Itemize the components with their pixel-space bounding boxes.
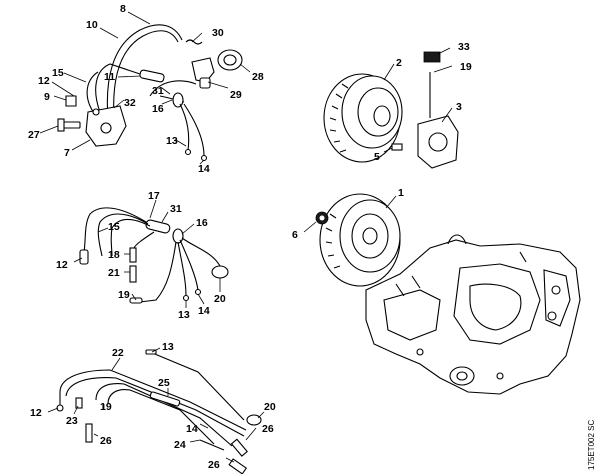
callout-8: 8 xyxy=(120,3,126,15)
callout-30: 30 xyxy=(212,27,224,39)
callout-26: 26 xyxy=(100,435,112,447)
callout-22: 22 xyxy=(112,347,124,359)
callout-16: 16 xyxy=(196,217,208,229)
callout-16: 16 xyxy=(152,103,164,115)
callout-12: 12 xyxy=(38,75,50,87)
callout-3: 3 xyxy=(456,101,462,113)
callout-6: 6 xyxy=(292,229,298,241)
callout-13: 13 xyxy=(178,309,190,321)
callout-9: 9 xyxy=(44,91,50,103)
callout-7: 7 xyxy=(64,147,70,159)
callout-19: 19 xyxy=(460,61,472,73)
callout-20: 20 xyxy=(214,293,226,305)
callout-5: 5 xyxy=(374,151,380,163)
callout-21: 21 xyxy=(108,267,120,279)
callout-29: 29 xyxy=(230,89,242,101)
callout-28: 28 xyxy=(252,71,264,83)
callout-27: 27 xyxy=(28,129,40,141)
group2-callouts: 33 2 19 3 5 1 6 xyxy=(292,41,472,241)
callout-24: 24 xyxy=(174,439,186,451)
callout-25: 25 xyxy=(158,377,170,389)
callout-31: 31 xyxy=(152,85,164,97)
crankcase-illustration xyxy=(365,234,581,395)
callout-14: 14 xyxy=(198,163,210,175)
callout-26: 26 xyxy=(208,459,220,471)
callout-19: 19 xyxy=(118,289,130,301)
callout-13: 13 xyxy=(162,341,174,353)
flywheel-assembly xyxy=(315,51,459,287)
ignition-module-assembly xyxy=(57,24,243,162)
callout-2: 2 xyxy=(396,57,402,69)
group4-callouts: 13 22 25 20 12 23 19 26 14 24 26 26 xyxy=(30,341,276,471)
callout-17: 17 xyxy=(148,190,160,202)
wiring-harness-assembly xyxy=(79,207,229,304)
callout-13: 13 xyxy=(166,135,178,147)
callout-14: 14 xyxy=(198,305,210,317)
callout-32: 32 xyxy=(124,97,136,109)
callout-20: 20 xyxy=(264,401,276,413)
callout-26: 26 xyxy=(262,423,274,435)
callout-10: 10 xyxy=(86,19,98,31)
group3-callouts: 17 31 16 15 18 12 21 20 19 13 14 xyxy=(56,190,226,321)
callout-31: 31 xyxy=(170,203,182,215)
lead-set-assembly xyxy=(56,349,262,474)
callout-15: 15 xyxy=(52,67,64,79)
figure-code: 175ET002 SC xyxy=(587,420,596,470)
group1-callouts: 8 10 30 11 15 12 31 28 9 32 29 16 27 7 1… xyxy=(28,3,264,175)
callout-23: 23 xyxy=(66,415,78,427)
callout-18: 18 xyxy=(108,249,120,261)
callout-14: 14 xyxy=(186,423,198,435)
callout-19: 19 xyxy=(100,401,112,413)
callout-15: 15 xyxy=(108,221,120,233)
callout-11: 11 xyxy=(104,71,115,83)
callout-12: 12 xyxy=(30,407,42,419)
callout-12: 12 xyxy=(56,259,68,271)
callout-1: 1 xyxy=(398,187,404,199)
callout-33: 33 xyxy=(458,41,470,53)
